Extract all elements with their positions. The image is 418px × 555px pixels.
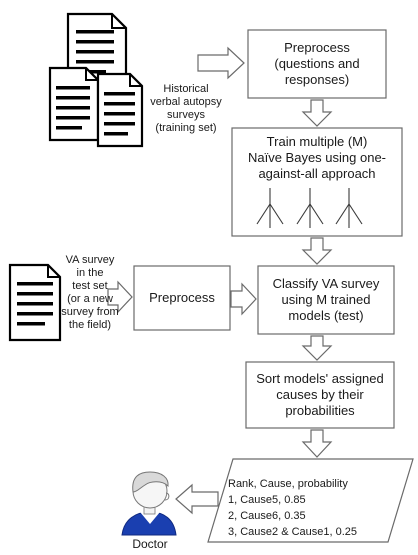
doctor-label: Doctor bbox=[132, 537, 168, 551]
preprocess-top-box bbox=[247, 29, 387, 99]
arrow-left bbox=[175, 483, 219, 515]
document-icon bbox=[48, 66, 100, 142]
sort-text: Sort models' assigned causes by their pr… bbox=[256, 371, 384, 418]
output-rank-line: 1, Cause5, 0.85 bbox=[228, 494, 306, 506]
classify-box bbox=[257, 265, 395, 335]
va-survey-document-icon bbox=[8, 263, 62, 342]
preprocess-mid-text: Preprocess bbox=[149, 290, 215, 305]
arrow-down bbox=[301, 429, 333, 458]
tree-model-icon bbox=[296, 188, 324, 228]
arrow-right bbox=[197, 46, 245, 80]
arrow-right bbox=[230, 282, 257, 316]
preprocess-mid-box bbox=[133, 265, 231, 331]
output-header-line: Rank, Cause, probability bbox=[228, 478, 348, 490]
tree-model-icon bbox=[335, 188, 363, 228]
doctor-avatar-icon bbox=[121, 471, 177, 536]
tree-model-icon bbox=[256, 188, 284, 228]
va-survey-label: VA survey in the test set (or a new surv… bbox=[61, 254, 119, 331]
historical-documents-icon bbox=[48, 12, 144, 148]
classify-text: Classify VA survey using M trained model… bbox=[272, 276, 380, 323]
train-text: Train multiple (M) Naïve Bayes using one… bbox=[247, 134, 387, 181]
sort-box bbox=[245, 361, 395, 429]
output-rank-line: 2, Cause6, 0.35 bbox=[228, 510, 306, 522]
historical-surveys-label: Historical verbal autopsy surveys (train… bbox=[150, 83, 222, 134]
document-icon bbox=[96, 72, 144, 148]
arrow-down bbox=[301, 335, 333, 361]
preprocess-top-text: Preprocess (questions and responses) bbox=[274, 40, 360, 87]
output-parallelogram bbox=[207, 458, 414, 543]
arrow-right bbox=[107, 280, 133, 314]
output-rank-line: 3, Cause2 & Cause1, 0.25 bbox=[228, 526, 358, 538]
arrow-down bbox=[301, 237, 333, 265]
arrow-down bbox=[301, 99, 333, 127]
